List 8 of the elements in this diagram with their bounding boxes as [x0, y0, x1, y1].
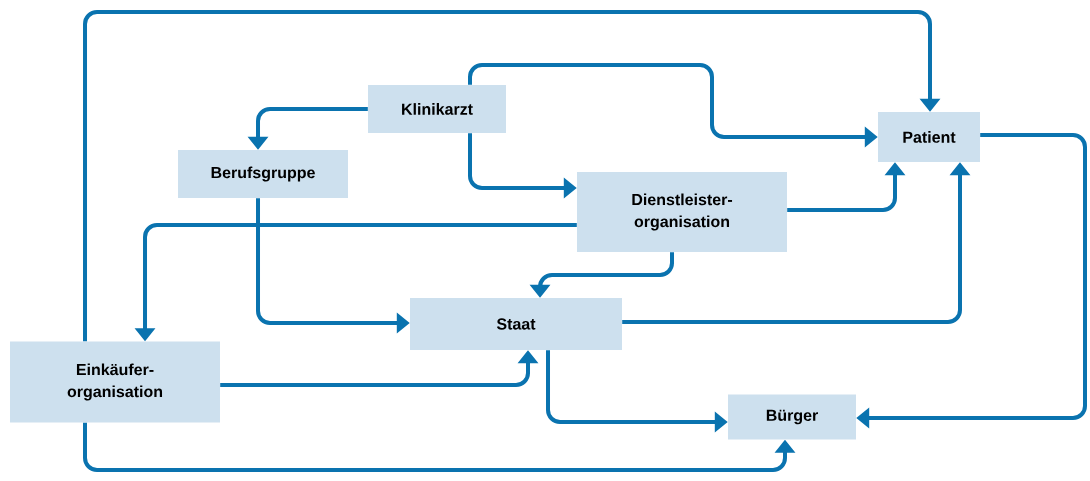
process-box: Patient — [878, 112, 980, 162]
process-box: Bürger — [728, 394, 856, 440]
arrow — [83, 10, 941, 342]
process-box: Berufsgruppe — [178, 150, 348, 198]
process-box: Dienstleister- organisation — [577, 172, 787, 252]
process-box: Klinikarzt — [368, 85, 506, 133]
process-box: Einkäufer- organisation — [10, 341, 220, 423]
process-box: Staat — [410, 298, 622, 350]
